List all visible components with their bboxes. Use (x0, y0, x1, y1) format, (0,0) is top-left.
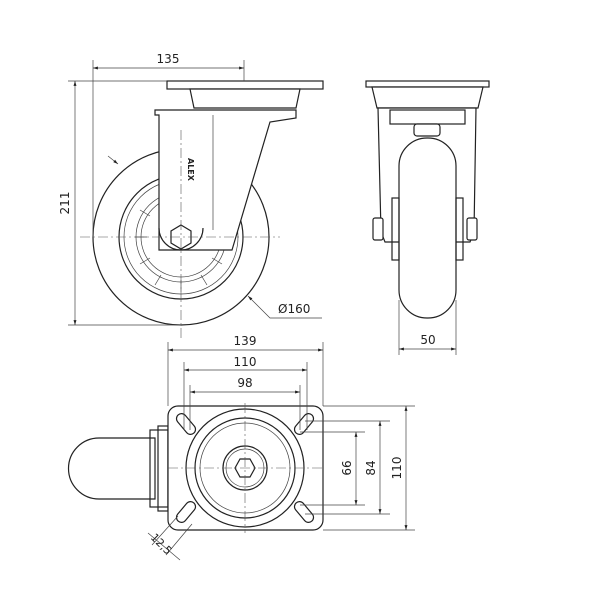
top-plate (166, 80, 324, 90)
top-view: 139 110 98 66 84 110 12,5 (67, 334, 415, 561)
dim-139: 139 (234, 334, 257, 348)
axle-nut-right (466, 217, 478, 241)
axle-nut-left (372, 217, 384, 241)
dim-98: 98 (237, 376, 252, 390)
dim-135: 135 (157, 52, 180, 66)
dim-66: 66 (340, 460, 354, 475)
dim-84: 84 (364, 460, 378, 475)
wheel-top (67, 437, 156, 500)
brand-logo: ALEX (186, 158, 195, 182)
dim-110-vertical: 110 (390, 457, 404, 480)
axle-nut (170, 224, 192, 250)
dim-12-5: 12,5 (148, 531, 175, 558)
dim-110-horizontal: 110 (234, 355, 257, 369)
dim-211: 211 (58, 192, 72, 215)
wheel-front (398, 137, 457, 319)
top-plate-front (365, 80, 490, 88)
fork (154, 109, 297, 251)
front-view: 50 (365, 80, 490, 355)
swivel-housing (189, 88, 301, 109)
side-view: ALEX 135 211 Ø160 (58, 52, 324, 340)
dim-diameter-160: Ø160 (278, 302, 310, 316)
dim-50: 50 (420, 333, 435, 347)
